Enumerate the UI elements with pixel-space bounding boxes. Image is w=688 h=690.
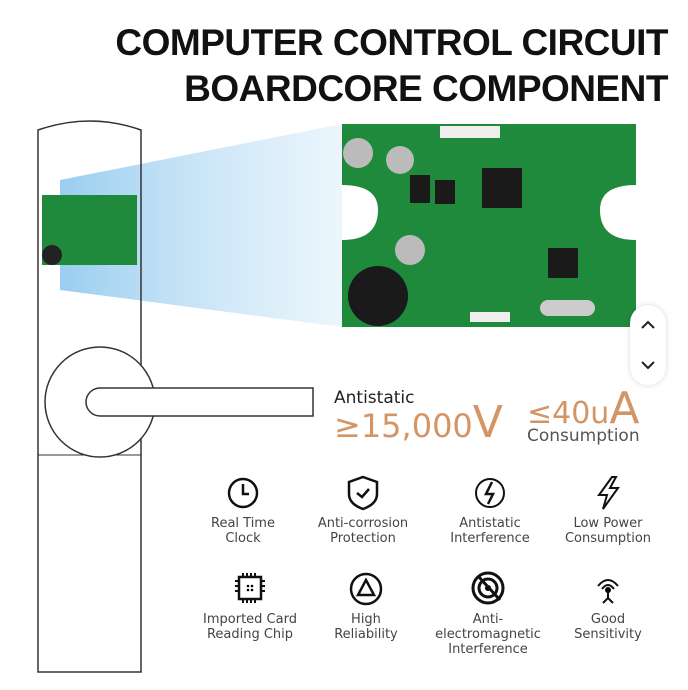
feature-label-line2: Interference [448, 642, 528, 657]
scroll-widget[interactable] [630, 305, 666, 385]
feature-label-line2: Clock [225, 531, 261, 546]
feature-label-line2: Protection [330, 531, 396, 546]
feature-label-line1: Low Power [573, 516, 643, 531]
feature-label-line2: Reading Chip [206, 627, 294, 642]
shield-check-icon [347, 475, 379, 511]
clock-icon [227, 477, 259, 509]
feature-label-line2: Interference [450, 531, 530, 546]
current-value: ≤40u [527, 396, 610, 431]
feature-label-line1: Good [590, 612, 626, 627]
antenna-icon [597, 579, 619, 604]
consumption-spec: ≤40uA Consumption [527, 383, 640, 446]
feature-label-line1: Imported Card [203, 612, 297, 627]
antistatic-unit: V [472, 397, 503, 448]
door-lock-body [37, 120, 142, 673]
chevron-up-icon [641, 320, 655, 329]
emi-icon [471, 571, 505, 605]
feature-label-line1: Anti-corrosion [317, 516, 409, 531]
circuit-board [342, 124, 636, 327]
lever-handle [85, 387, 314, 417]
feature-label-line2: Sensitivity [574, 627, 642, 642]
scroll-down-button[interactable] [630, 345, 666, 385]
light-beam [60, 124, 342, 327]
chevron-down-icon [641, 361, 655, 370]
antistatic-spec: Antistatic ≥15,000V [334, 388, 503, 445]
title-line-1: COMPUTER CONTROL CIRCUIT [115, 22, 668, 63]
antistatic-icon [475, 478, 505, 508]
chip-icon [235, 573, 265, 603]
current-label: Consumption [527, 426, 640, 446]
feature-label-line2: Consumption [564, 531, 652, 546]
small-circuit-board [42, 195, 137, 265]
triangle-icon [349, 572, 383, 606]
feature-label-line1: High [351, 612, 381, 627]
antistatic-value: ≥15,000 [334, 407, 473, 445]
lightning-icon [597, 476, 620, 510]
feature-label-line1: Antistatic [459, 516, 521, 531]
feature-label-line1: Real Time [211, 516, 275, 531]
feature-label-line1: Anti-electromagnetic [435, 612, 541, 642]
title-line-2: BOARDCORE COMPONENT [184, 68, 668, 109]
antistatic-label: Antistatic [334, 388, 415, 408]
feature-label-line2: Reliability [334, 627, 398, 642]
scroll-up-button[interactable] [630, 305, 666, 345]
current-unit: A [609, 383, 640, 434]
page-title: COMPUTER CONTROL CIRCUIT BOARDCORE COMPO… [115, 20, 668, 112]
